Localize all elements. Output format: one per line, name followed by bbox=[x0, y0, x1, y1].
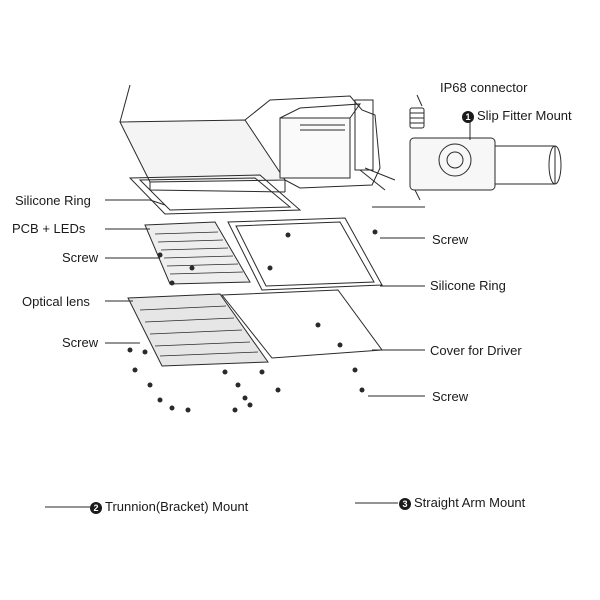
label-ip68-connector: IP68 connector bbox=[440, 80, 528, 95]
ip68-connector-part bbox=[409, 94, 425, 129]
label-screw-left-1: Screw bbox=[62, 250, 99, 265]
marker-3: 3 bbox=[399, 497, 411, 510]
label-cover-driver: Cover for Driver bbox=[430, 343, 522, 358]
label-pcb-leds: PCB + LEDs bbox=[12, 221, 86, 236]
label-trunnion-text: Trunnion(Bracket) Mount bbox=[105, 499, 249, 514]
silicone-ring-left-part bbox=[128, 174, 302, 215]
label-optical-lens: Optical lens bbox=[22, 294, 90, 309]
slip-fitter-part bbox=[409, 120, 562, 201]
label-screw-right-1: Screw bbox=[432, 232, 469, 247]
leader-lines bbox=[45, 199, 425, 508]
label-slip-fitter-text: Slip Fitter Mount bbox=[477, 108, 572, 123]
marker-1: 1 bbox=[462, 110, 474, 123]
optical-lens-part bbox=[127, 293, 269, 367]
marker-2: 2 bbox=[90, 501, 102, 514]
label-straight-arm-text: Straight Arm Mount bbox=[414, 495, 526, 510]
pcb-leds-part bbox=[144, 221, 251, 285]
label-screw-left-2: Screw bbox=[62, 335, 99, 350]
label-silicone-ring-right: Silicone Ring bbox=[430, 278, 506, 293]
label-screw-right-2: Screw bbox=[432, 389, 469, 404]
screws bbox=[127, 229, 378, 413]
label-silicone-ring-left: Silicone Ring bbox=[15, 193, 91, 208]
housing bbox=[119, 84, 396, 193]
silicone-ring-right-part bbox=[227, 217, 383, 291]
